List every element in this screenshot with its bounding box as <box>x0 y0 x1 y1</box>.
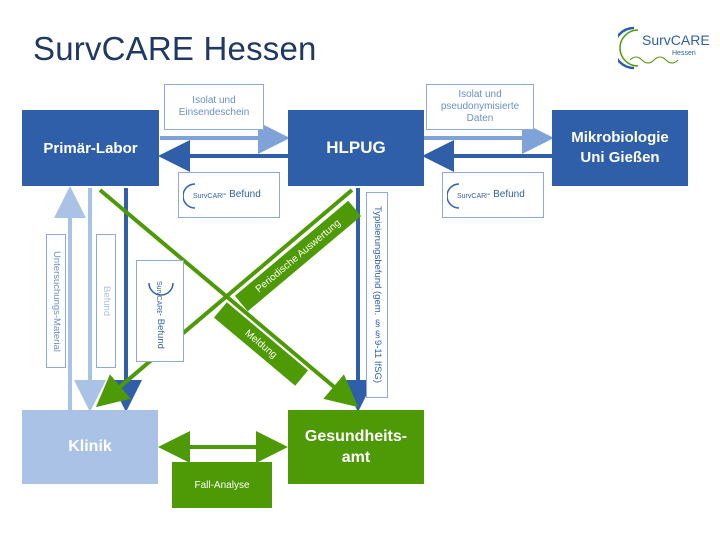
label-befund-mikro: SurvCARE - Befund <box>442 172 544 218</box>
node-klinik: Klinik <box>22 410 158 484</box>
node-klinik-label: Klinik <box>68 438 112 455</box>
survcare-mini-logo-icon: SurvCARE <box>183 183 223 209</box>
logo-name: SurvCARE <box>642 32 710 48</box>
svg-text:SurvCARE: SurvCARE <box>457 193 487 200</box>
label-isolat-einsendeschein-text: Isolat und Einsendeschein <box>178 95 250 118</box>
label-befund-1: - Befund <box>223 189 261 200</box>
page-title: SurvCARE Hessen <box>33 30 317 67</box>
node-hlpug: HLPUG <box>288 110 424 186</box>
node-mikrobiologie: Mikrobiologie Uni Gießen <box>552 110 688 186</box>
label-befund-3: - Befund <box>155 313 166 349</box>
label-fall-analyse-text: Fall-Analyse <box>194 479 250 491</box>
label-fall-analyse: Fall-Analyse <box>172 462 272 508</box>
label-befund-klinik: SurvCARE - Befund <box>136 260 184 362</box>
label-isolat-einsendeschein: Isolat und Einsendeschein <box>164 84 264 130</box>
label-typisierungsbefund: Typisierungsbefund (gem. §§9-11 IfSG) <box>366 192 388 398</box>
label-typisierungsbefund-text: Typisierungsbefund (gem. §§9-11 IfSG) <box>372 206 383 384</box>
label-isolat-pseudonym-text: Isolat und pseudonymisierte Daten <box>440 89 520 124</box>
svg-text:SurvCARE: SurvCARE <box>193 193 223 200</box>
survcare-logo: SurvCARE Hessen <box>612 20 710 74</box>
node-hlpug-label: HLPUG <box>326 138 386 157</box>
survcare-mini-logo-icon: SurvCARE <box>148 281 174 313</box>
label-untersuchungs-material-text: Untersuchungs-Material <box>51 250 62 352</box>
label-isolat-pseudonym: Isolat und pseudonymisierte Daten <box>426 84 534 130</box>
label-untersuchungs-material: Untersuchungs-Material <box>46 234 66 368</box>
label-befund-2: - Befund <box>487 189 525 200</box>
node-mikrobiologie-label: Mikrobiologie Uni Gießen <box>571 129 669 166</box>
node-gesundheitsamt-label: Gesundheits- amt <box>304 428 408 466</box>
survcare-mini-logo-icon: SurvCARE <box>447 183 487 209</box>
label-befund-vertical-text: Befund <box>101 285 112 317</box>
logo-sub: Hessen <box>672 50 696 57</box>
label-befund-vertical: Befund <box>96 234 116 368</box>
node-gesundheitsamt: Gesundheits- amt <box>288 410 424 484</box>
node-primaer-labor: Primär-Labor <box>22 110 159 186</box>
node-primaer-labor-label: Primär-Labor <box>43 139 138 157</box>
label-befund-hlpug: SurvCARE - Befund <box>178 172 280 218</box>
svg-text:SurvCARE: SurvCARE <box>155 281 162 313</box>
